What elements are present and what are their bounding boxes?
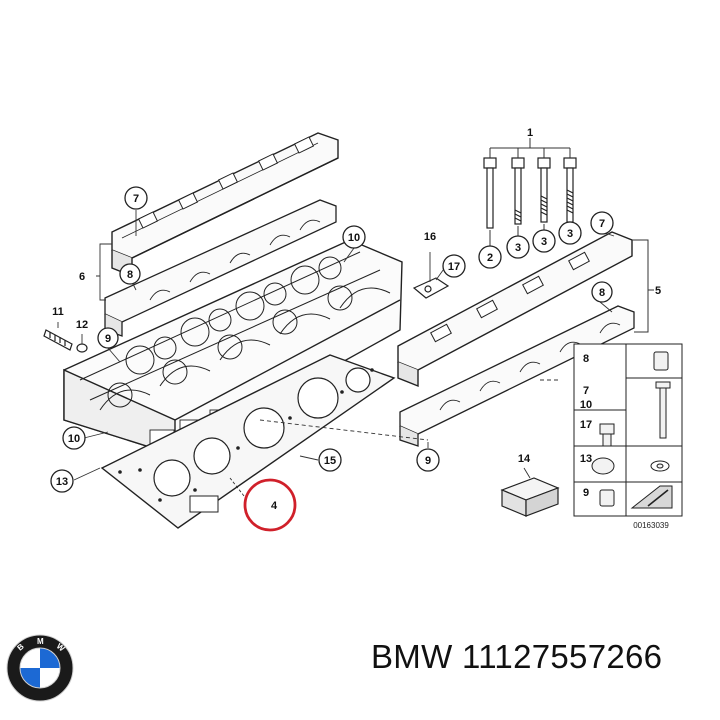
legend-label-17: 17 [580, 419, 592, 431]
head-gasket [100, 354, 396, 529]
bolt-3a [511, 157, 525, 225]
label-13-left: 13 [56, 476, 68, 488]
bracket-16 [412, 277, 450, 299]
logo-letter-b: B [16, 642, 26, 653]
label-9-bottom: 9 [425, 455, 431, 467]
callout-3c [558, 221, 582, 245]
label-8-right: 8 [599, 287, 605, 299]
label-1: 1 [527, 127, 533, 139]
callout-3a [506, 235, 530, 259]
label-17-right: 17 [448, 261, 460, 273]
callout-17-right [442, 254, 466, 278]
label-3a: 3 [515, 242, 521, 254]
upper-right-bearing-strip [397, 231, 633, 388]
label-10-top: 10 [348, 232, 360, 244]
head-bolts [483, 157, 577, 229]
label-5: 5 [655, 285, 661, 297]
callout-labels: 1 7 6 8 9 10 16 17 2 3 3 3 7 5 8 11 12 1… [52, 127, 661, 512]
label-7-right: 7 [599, 218, 605, 230]
callout-3b [532, 229, 556, 253]
callout-7-left [124, 186, 148, 210]
label-6: 6 [79, 271, 85, 283]
label-9-left: 9 [105, 333, 111, 345]
part-number: BMW 11127557266 [371, 638, 663, 675]
label-2: 2 [487, 252, 493, 264]
label-14: 14 [518, 453, 531, 465]
logo-letter-m: M [37, 637, 44, 646]
legend-label-9: 9 [583, 487, 589, 499]
callout-8-left [119, 263, 141, 285]
legend-parts [591, 351, 671, 507]
stud-11 [43, 329, 73, 351]
nut-12 [76, 343, 88, 353]
label-12: 12 [76, 319, 88, 331]
sleeve-8-icon [653, 351, 669, 371]
drawing-code: 00163039 [633, 521, 669, 530]
callout-9-bottom [416, 448, 440, 472]
callout-2 [478, 245, 502, 269]
callout-9-left [97, 327, 119, 349]
legend-label-7: 7 [583, 385, 589, 397]
plug-17-icon [599, 423, 615, 447]
callout-10-top [342, 225, 366, 249]
callout-bubbles [50, 186, 614, 493]
bolt-3c [563, 157, 577, 223]
callout-15 [318, 448, 342, 472]
callout-13-left [50, 469, 74, 493]
logo-letter-w: W [55, 642, 67, 654]
label-3b: 3 [541, 236, 547, 248]
label-7-left: 7 [133, 193, 139, 205]
callout-7-right [590, 211, 614, 235]
legend-arrow-icon [630, 485, 673, 509]
box-part-14 [500, 477, 560, 517]
legend-label-8: 8 [583, 353, 589, 365]
label-16: 16 [424, 231, 436, 243]
bolt-callout-bracket [489, 138, 571, 246]
label-10-left: 10 [68, 433, 80, 445]
upper-left-bearing-strip [111, 132, 339, 278]
bolt-7-icon [659, 383, 667, 439]
sleeve-9-icon [599, 489, 615, 507]
label-3c: 3 [567, 228, 573, 240]
callout-8-right [591, 281, 613, 303]
callout-10-left [62, 426, 86, 450]
label-11: 11 [52, 306, 64, 318]
bolt-3b [537, 157, 551, 223]
label-15: 15 [324, 455, 336, 467]
bmw-roundel-icon: B M W [6, 634, 74, 702]
legend-label-10: 10 [580, 399, 592, 411]
legend-label-13: 13 [580, 453, 592, 465]
seal-13-icon [591, 457, 615, 475]
right-strip-bracket [632, 239, 654, 333]
label-8-left: 8 [127, 269, 133, 281]
label-4: 4 [271, 500, 278, 512]
lower-right-bearing-strip [399, 305, 635, 447]
bolt-2 [483, 157, 497, 229]
highlight-ring-4 [243, 478, 297, 532]
